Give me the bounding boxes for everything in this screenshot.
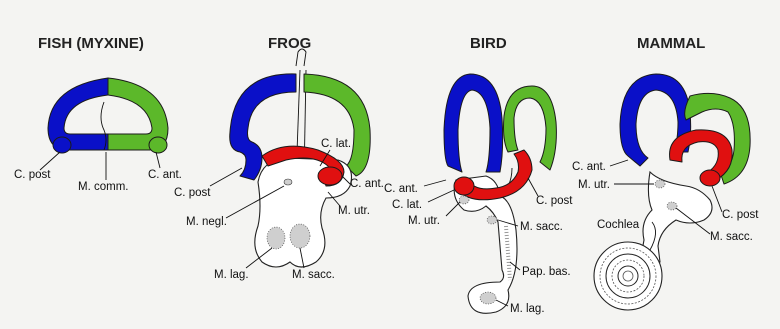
leader-c-post: [210, 168, 242, 186]
panel-title: FROG: [268, 35, 311, 52]
label-c-post: C. post: [14, 169, 51, 181]
macula-lagena: [480, 292, 496, 304]
leader-c-post: [528, 178, 538, 196]
macula-sacculi: [667, 202, 677, 210]
label-cochlea: Cochlea: [597, 219, 640, 231]
label-c-ant: C. ant.: [384, 183, 418, 195]
macula-utriculi: [459, 196, 469, 204]
lateral-canal-red: [670, 130, 733, 180]
label-c-post: C. post: [722, 209, 759, 221]
macula-lagena: [267, 227, 285, 249]
label-m-negl: M. negl.: [186, 216, 227, 228]
label-pap-bas: Pap. bas.: [522, 266, 571, 278]
posterior-ampulla: [53, 137, 71, 153]
leader-c-post: [712, 186, 722, 212]
label-c-ant: C. ant.: [350, 178, 384, 190]
leader-c-lat: [428, 190, 454, 202]
leader-c-post: [40, 152, 60, 170]
panel-bird: BIRD C. ant. C. lat. M. utr. C. post M. …: [384, 35, 573, 315]
panel-mammal: MAMMAL C. ant. M. utr. C. post Cochlea: [572, 35, 759, 310]
leader-c-ant: [424, 180, 446, 186]
panel-title: BIRD: [470, 35, 507, 52]
label-m-utr: M. utr.: [578, 179, 610, 191]
label-c-lat: C. lat.: [392, 199, 422, 211]
label-m-comm: M. comm.: [78, 181, 128, 193]
leader-m-utr: [446, 202, 460, 216]
label-m-lag: M. lag.: [214, 269, 249, 281]
label-c-ant: C. ant.: [572, 161, 606, 173]
label-m-utr: M. utr.: [408, 215, 440, 227]
macula-sacculi: [290, 224, 310, 248]
lateral-ampulla: [318, 167, 342, 185]
label-m-sacc: M. sacc.: [292, 269, 335, 281]
label-m-utr: M. utr.: [338, 205, 370, 217]
leader-c-ant: [156, 152, 160, 168]
macula-neglecta: [284, 179, 292, 185]
leader-c-ant: [610, 160, 628, 166]
macula-utriculi: [655, 180, 665, 188]
panel-title: FISH (MYXINE): [38, 35, 144, 52]
label-c-post: C. post: [174, 187, 211, 199]
anterior-canal-green: [504, 86, 557, 170]
anterior-ampulla: [149, 137, 167, 153]
label-m-sacc: M. sacc.: [710, 231, 753, 243]
panel-fish: FISH (MYXINE) C. post M. comm. C. ant.: [14, 35, 182, 193]
macula-sacculi: [487, 216, 497, 224]
label-m-sacc: M. sacc.: [520, 221, 563, 233]
label-c-post: C. post: [536, 195, 573, 207]
panel-title: MAMMAL: [637, 35, 705, 52]
lateral-ampulla: [454, 177, 474, 195]
posterior-canal-blue: [444, 74, 503, 172]
label-c-lat: C. lat.: [321, 138, 351, 150]
lateral-ampulla: [700, 170, 720, 186]
label-m-lag: M. lag.: [510, 303, 545, 315]
panel-frog: FROG C. lat. C. post C. ant. M. negl. M.…: [174, 35, 384, 281]
label-c-ant: C. ant.: [148, 169, 182, 181]
